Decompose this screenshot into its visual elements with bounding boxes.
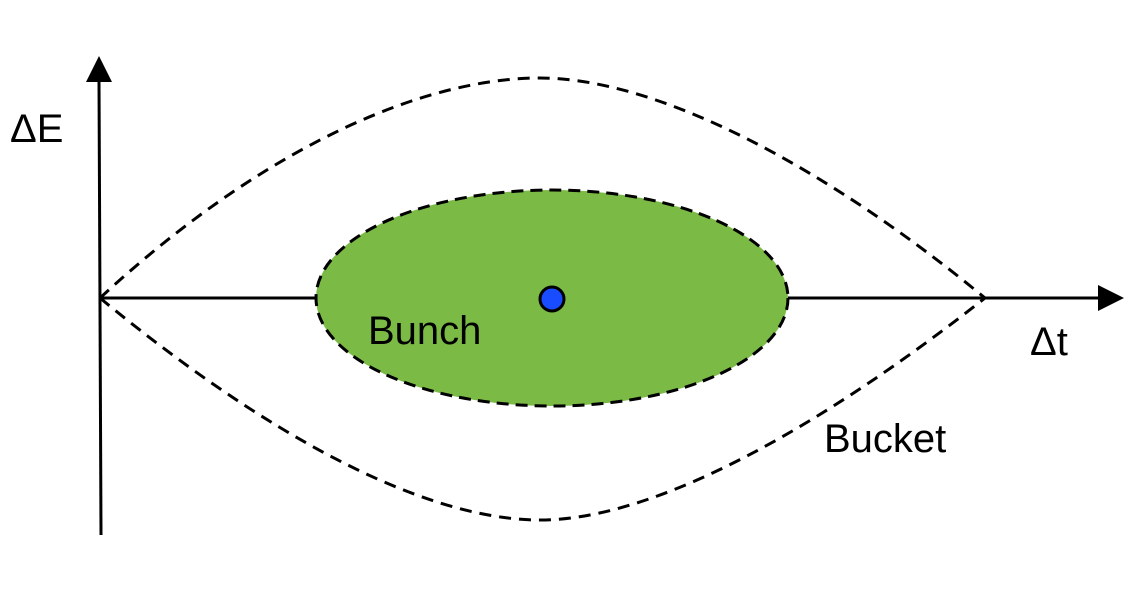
synchronous-particle-dot: [538, 285, 566, 313]
y-axis: [97, 79, 103, 536]
bucket-lower-boundary: [99, 296, 986, 522]
bunch-label: Bunch: [368, 309, 481, 353]
x-axis-label: Δt: [1030, 320, 1068, 364]
y-axis-arrowhead: [86, 56, 112, 82]
bucket-label: Bucket: [824, 417, 946, 461]
y-axis-label: ΔE: [10, 107, 63, 151]
bucket-upper-boundary: [98, 76, 986, 300]
x-axis-arrowhead: [1098, 285, 1124, 311]
